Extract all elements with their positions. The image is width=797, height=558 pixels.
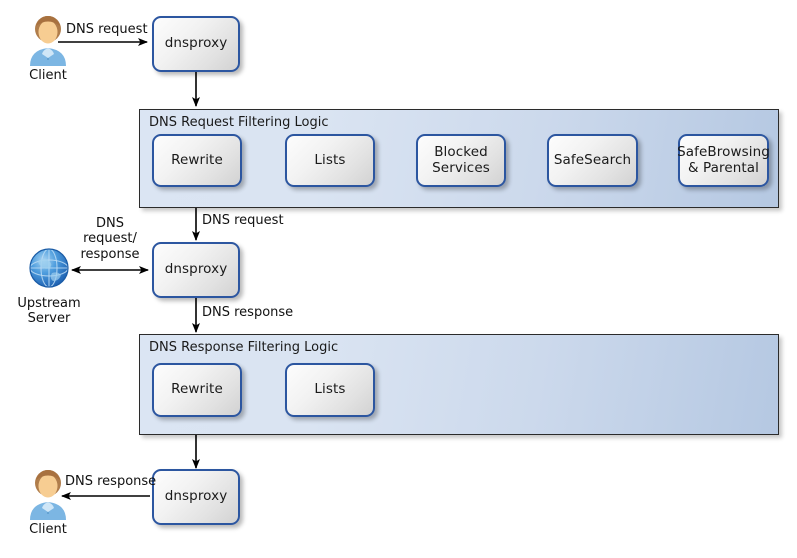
group-title-request: DNS Request Filtering Logic <box>149 115 329 130</box>
client-label-bottom: Client <box>29 522 67 537</box>
upstream-server-label: Upstream Server <box>8 296 90 326</box>
stage-lists-request-label: Lists <box>314 151 346 168</box>
stage-safesearch[interactable]: SafeSearch <box>547 134 638 187</box>
client-avatar-bottom <box>24 468 72 520</box>
stage-rewrite-response[interactable]: Rewrite <box>152 363 242 417</box>
stage-lists-response-label: Lists <box>314 381 346 398</box>
stage-blocked-services[interactable]: Blocked Services <box>416 134 506 187</box>
client-label-top: Client <box>29 68 67 83</box>
upstream-server-label-line2: Server <box>27 311 71 327</box>
node-dnsproxy-top[interactable]: dnsproxy <box>152 16 240 72</box>
stage-rewrite-response-label: Rewrite <box>171 381 223 398</box>
node-dnsproxy-bottom-label: dnsproxy <box>164 488 228 505</box>
upstream-globe-icon <box>24 243 74 293</box>
stage-blocked-services-label-line2: Services <box>432 159 490 176</box>
stage-safesearch-label: SafeSearch <box>553 151 632 168</box>
node-dnsproxy-middle[interactable]: dnsproxy <box>152 242 240 298</box>
node-dnsproxy-top-label: dnsproxy <box>164 35 228 52</box>
stage-blocked-services-label-line1: Blocked <box>434 143 488 160</box>
upstream-server-label-line1: Upstream <box>17 296 81 311</box>
edge-label-proxy-to-response-group: DNS response <box>202 305 294 320</box>
edge-label-client-to-proxy: DNS request <box>66 22 148 37</box>
edge-label-request-group-to-proxy: DNS request <box>202 213 284 228</box>
stage-safebrowsing-label-line2: & Parental <box>687 159 760 176</box>
stage-safebrowsing-label-line1: SafeBrowsing <box>677 143 770 160</box>
edge-label-upstream-line3: response <box>80 246 140 262</box>
group-dns-response-filtering: DNS Response Filtering Logic <box>139 334 779 435</box>
edge-label-upstream-line2: request/ <box>83 231 137 247</box>
node-dnsproxy-bottom[interactable]: dnsproxy <box>152 469 240 525</box>
client-avatar-top <box>24 14 72 66</box>
stage-lists-response[interactable]: Lists <box>285 363 375 417</box>
group-title-response: DNS Response Filtering Logic <box>149 340 339 355</box>
stage-lists-request[interactable]: Lists <box>285 134 375 187</box>
edge-label-upstream-line1: DNS <box>96 216 124 231</box>
edge-label-proxy-to-client: DNS response <box>65 474 157 489</box>
edge-label-proxy-to-upstream: DNS request/ response <box>73 216 147 262</box>
node-dnsproxy-middle-label: dnsproxy <box>164 261 228 278</box>
stage-rewrite-request-label: Rewrite <box>171 151 223 168</box>
stage-rewrite-request[interactable]: Rewrite <box>152 134 242 187</box>
stage-safebrowsing-parental[interactable]: SafeBrowsing & Parental <box>677 134 770 187</box>
